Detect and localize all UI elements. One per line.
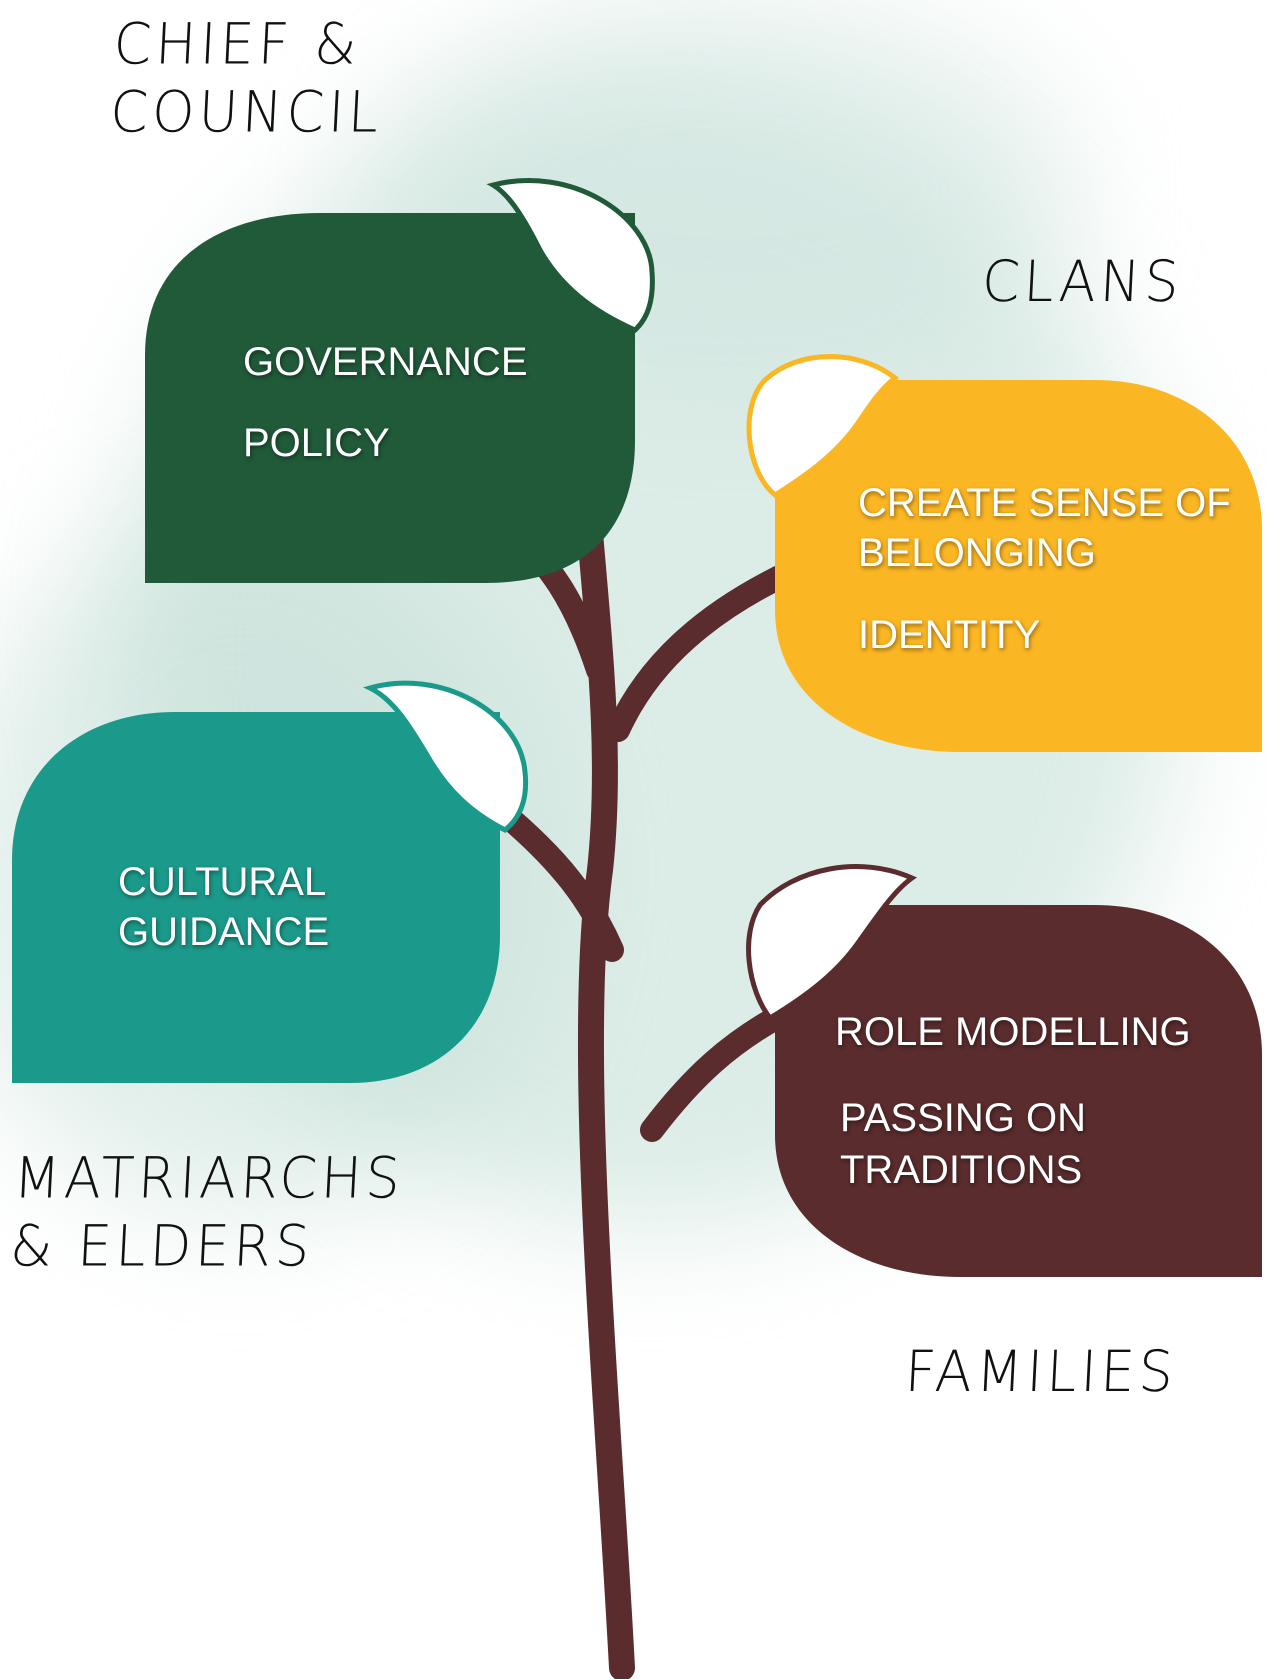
passing-on-text: PASSING ON [840,1096,1086,1140]
matriarchs-elders-heading: MATRIARCHS & ELDERS [9,1145,406,1281]
matriarchs-line1: MATRIARCHS [12,1144,406,1211]
cultural-leaf [12,680,529,1083]
clans-leaf-shape [775,380,1262,752]
clans-heading: CLANS [980,248,1184,316]
cultural-leaf-bud [362,680,529,833]
governance-leaf-bud [486,178,655,333]
clans-leaf-bud [746,354,900,499]
traditions-text: TRADITIONS [840,1148,1083,1192]
governance-leaf [145,178,655,583]
chief-council-line1: CHIEF & [112,10,363,77]
branch-clans [606,560,802,742]
families-heading: FAMILIES [903,1338,1178,1406]
families-leaf-bud [746,864,918,1022]
clans-leaf [746,354,1262,752]
cultural-text-line2: GUIDANCE [118,910,330,954]
branch-cultural [488,798,624,962]
branch-families [640,996,807,1142]
trunk-main [575,497,635,1679]
families-leaf-shape [775,905,1262,1277]
policy-text: POLICY [243,421,390,465]
governance-text: GOVERNANCE [243,340,528,384]
role-modelling-text: ROLE MODELLING [835,1010,1191,1054]
clans-heading-text: CLANS [980,248,1185,315]
chief-council-line2: COUNCIL [108,78,384,145]
tree-trunk [488,497,807,1679]
clans-text-line1: CREATE SENSE OF [858,481,1231,525]
families-leaf [746,864,1262,1277]
clans-text-line2: BELONGING [858,531,1096,575]
cultural-text-line1: CULTURAL [118,860,327,904]
matriarchs-line2: & ELDERS [8,1212,315,1279]
chief-council-heading: CHIEF & COUNCIL [109,11,388,147]
identity-text: IDENTITY [858,613,1041,657]
governance-leaf-shape [145,213,635,583]
families-heading-text: FAMILIES [903,1338,1179,1405]
cultural-leaf-shape [12,712,500,1083]
